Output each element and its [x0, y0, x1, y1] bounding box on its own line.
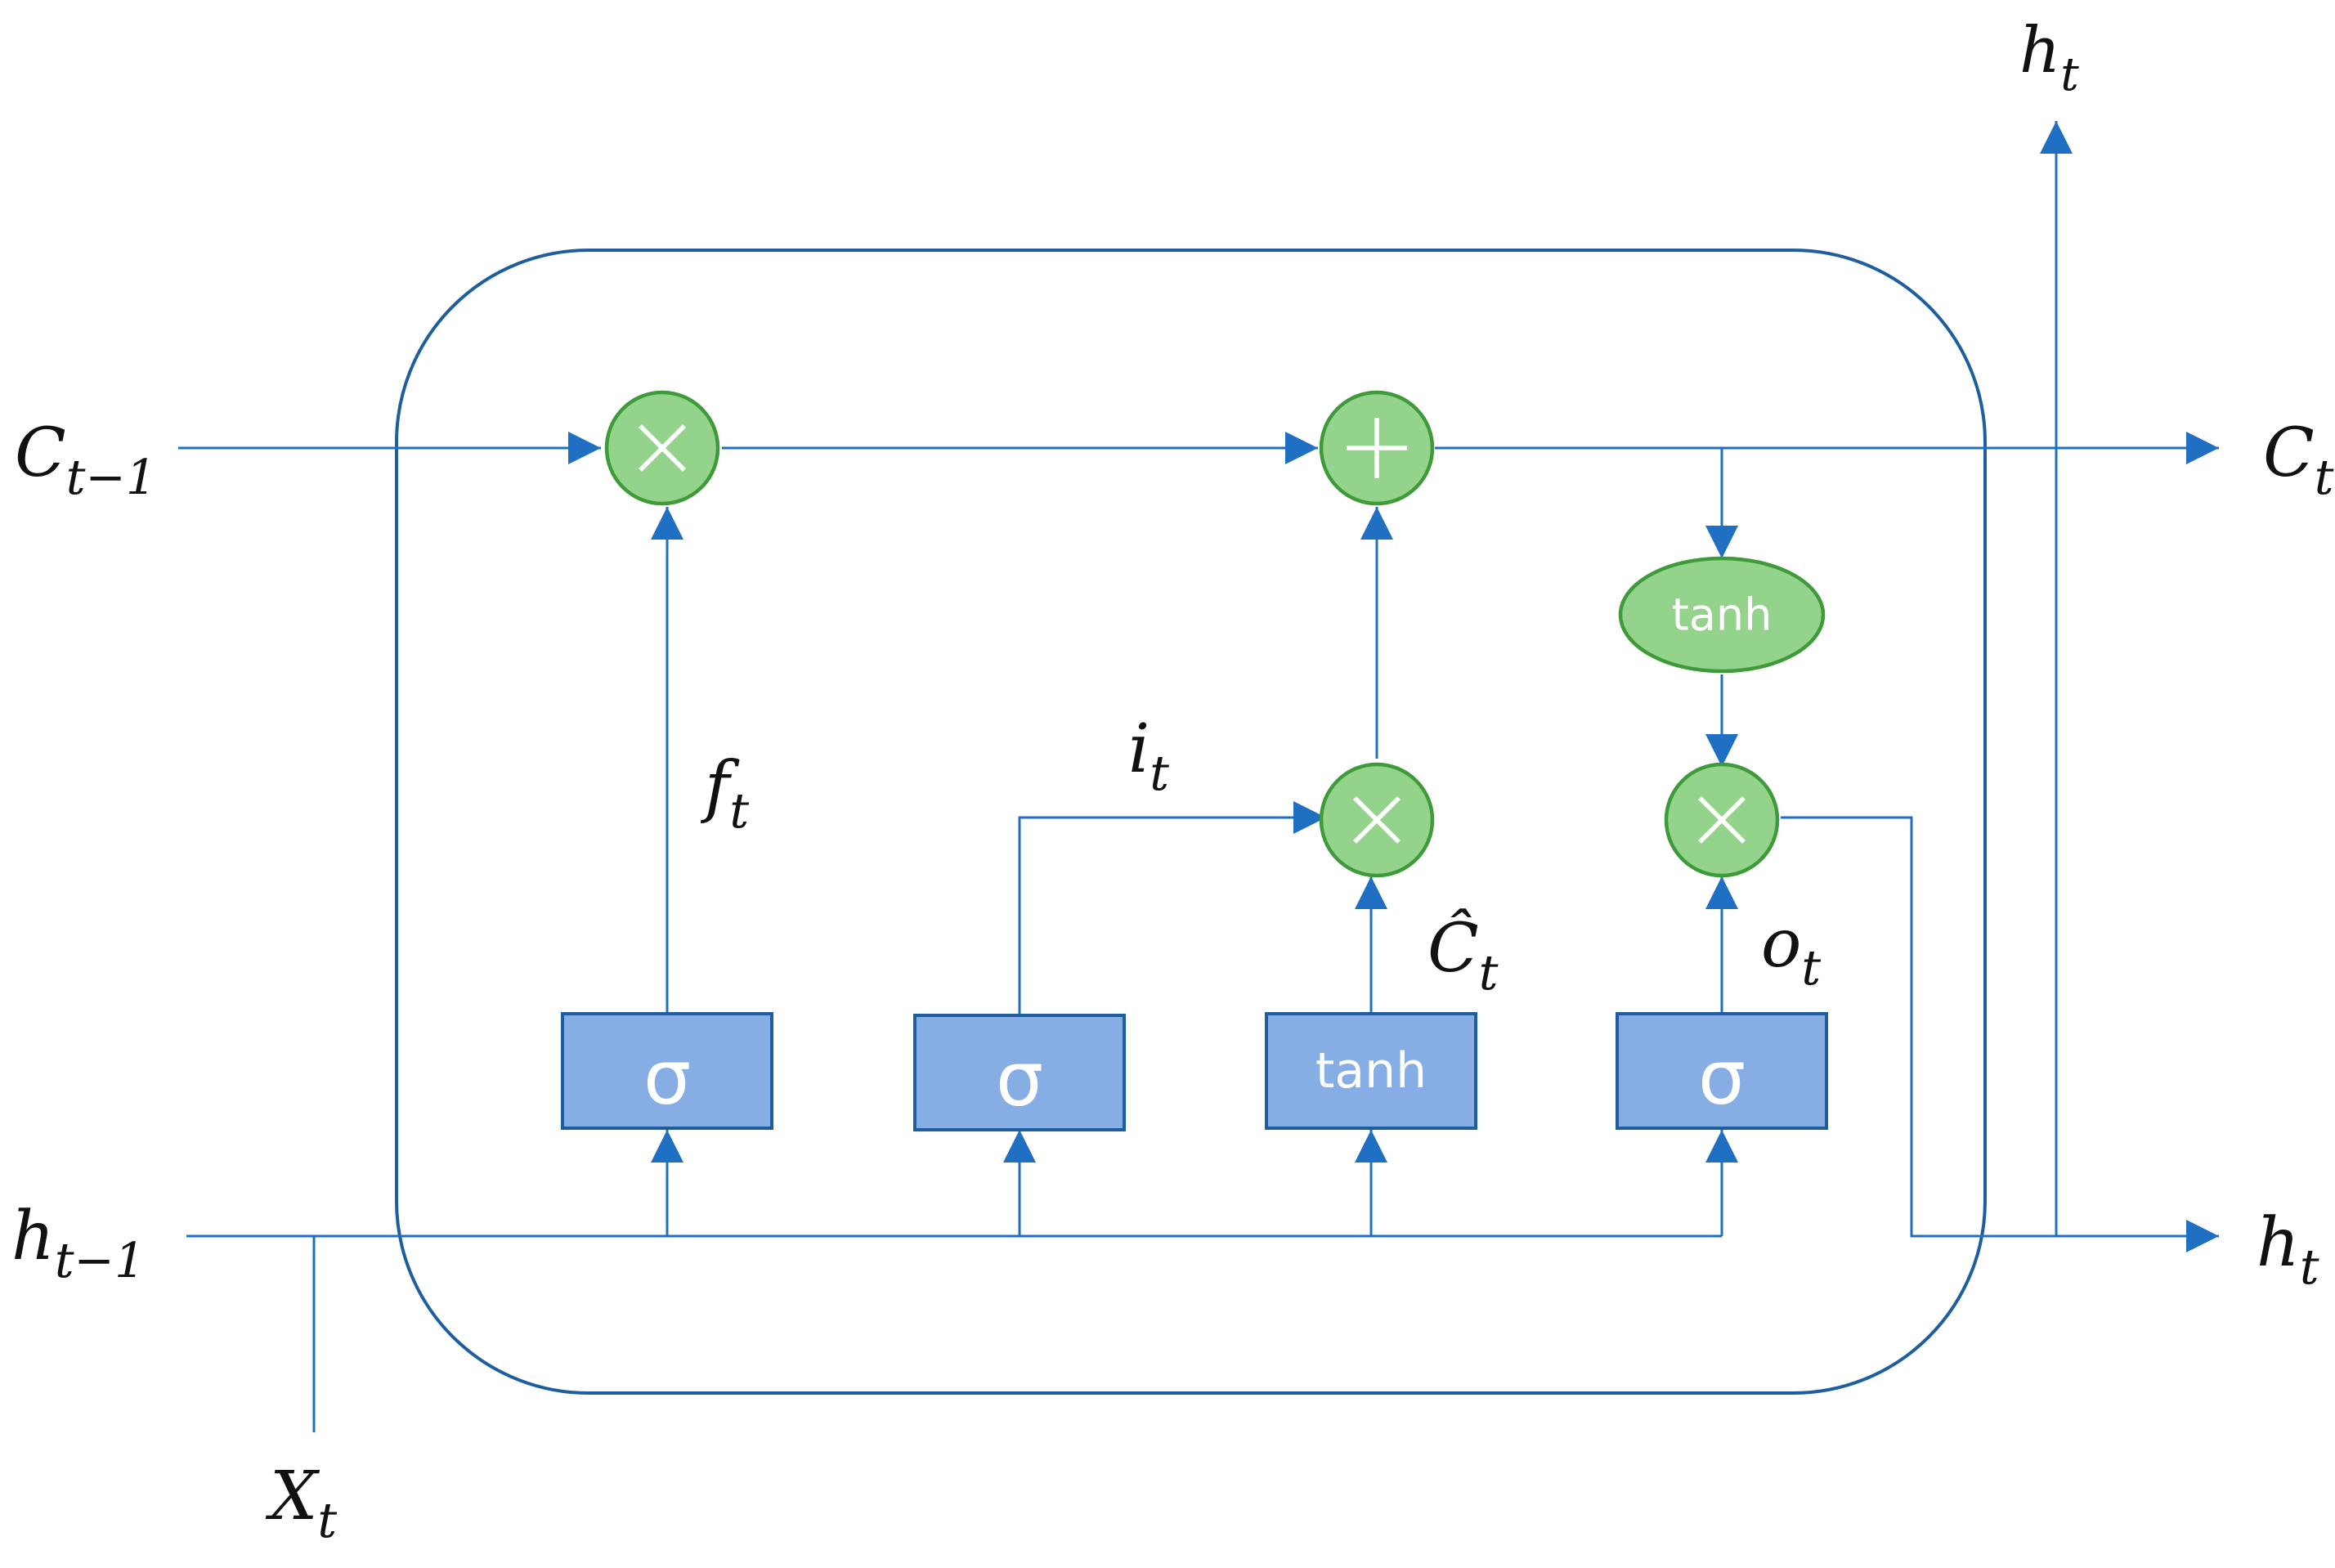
cell-tanh-op: tanh [1618, 556, 1826, 674]
label-h-top: ht [2019, 14, 2079, 101]
it-wire [1018, 801, 1326, 1014]
output-multiply-op [1664, 762, 1780, 878]
gate-forget: σ [561, 1012, 773, 1130]
gate-forget-label: σ [643, 1034, 691, 1122]
gate-candidate-label: tanh [1315, 1042, 1427, 1100]
input-multiply-op [1319, 762, 1435, 878]
gate-output: σ [1616, 1012, 1828, 1130]
label-x-in: Xt [265, 1458, 337, 1548]
label-h-next: ht [2257, 1204, 2319, 1295]
label-c-hat: Ĉt [1427, 907, 1499, 1001]
forget-multiply-op [604, 390, 720, 506]
label-ot: ot [1761, 905, 1821, 996]
label-it: it [1128, 710, 1169, 801]
cell-tanh-label: tanh [1672, 589, 1773, 641]
label-c-prev: Ct−1 [15, 414, 157, 505]
label-ft: ft [700, 748, 749, 839]
out-wire [1781, 816, 2219, 1252]
label-c-next: Ct [2263, 414, 2334, 505]
gate-input: σ [913, 1014, 1126, 1131]
gate-output-label: σ [1698, 1034, 1746, 1122]
gate-candidate: tanh [1265, 1012, 1477, 1130]
label-h-prev: ht−1 [11, 1198, 146, 1288]
wires [178, 121, 2219, 1432]
gate-input-label: σ [996, 1036, 1043, 1123]
cell-boundary [395, 249, 1987, 1395]
cell-add-op [1319, 390, 1435, 506]
